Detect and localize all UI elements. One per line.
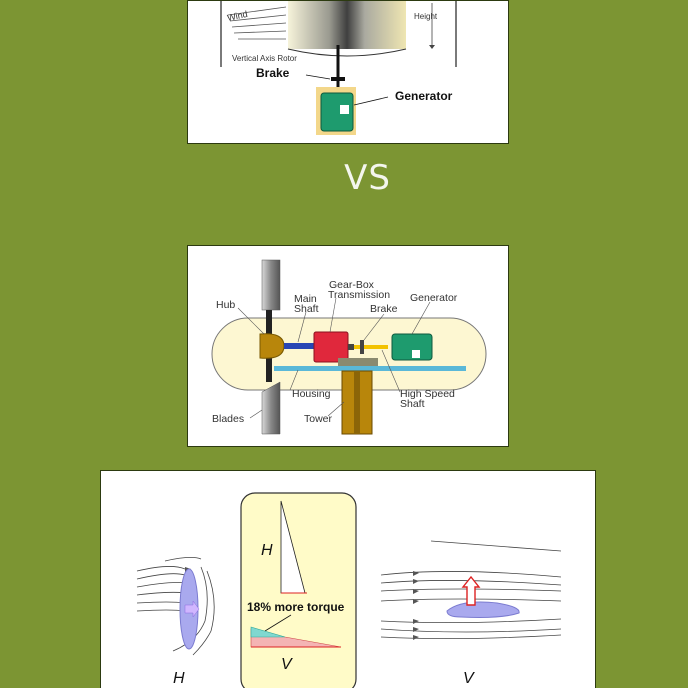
left-h-label: H: [173, 670, 185, 687]
brake-disc: [331, 77, 345, 81]
gearbox: [314, 332, 348, 362]
left-streamlines: [137, 557, 214, 655]
generator-label: Generator: [395, 89, 453, 103]
high-speed-shaft-label-2: Shaft: [400, 398, 425, 410]
generator-window: [340, 105, 349, 114]
right-arrowheads: [413, 571, 419, 640]
middle-v-label: V: [281, 656, 293, 673]
wind-label: Wind: [226, 9, 248, 23]
right-airfoil: [447, 602, 519, 618]
gearbox-label-2: Transmission: [328, 289, 390, 301]
main-shaft-label-2: Shaft: [294, 303, 319, 315]
height-arrow-head: [429, 45, 435, 49]
yaw-mount: [338, 358, 378, 366]
right-v-label: V: [463, 670, 475, 687]
main-shaft: [284, 343, 314, 349]
housing-label: Housing: [292, 388, 331, 400]
generator-leader: [354, 97, 388, 105]
brake-leader: [306, 75, 330, 79]
middle-h-label: H: [261, 542, 273, 559]
horizontal-axis-turbine-svg: Hub Main Shaft Gear-Box Transmission Bra…: [188, 246, 509, 447]
tower-label: Tower: [304, 413, 333, 425]
vertical-axis-turbine-svg: Wind Height Vertical Axis Rotor Brake Ge…: [188, 1, 509, 144]
rotor-base-curve: [288, 49, 406, 56]
brake-label: Brake: [370, 303, 398, 315]
brake-disc: [360, 340, 364, 354]
brake-label: Brake: [256, 66, 290, 80]
generator-window: [412, 350, 420, 358]
torque-text: 18% more torque: [247, 600, 345, 614]
hub-label: Hub: [216, 299, 235, 311]
blades-label: Blades: [212, 413, 244, 425]
height-label: Height: [414, 12, 438, 21]
upper-blade: [262, 260, 280, 310]
bedplate: [274, 366, 466, 371]
high-speed-shaft: [354, 345, 388, 349]
lift-arrow: [463, 577, 479, 605]
rotor-drum: [288, 1, 406, 49]
generator-label: Generator: [410, 292, 458, 304]
tower-inner: [354, 371, 360, 434]
gearbox-coupling: [348, 344, 354, 350]
vertical-axis-turbine-diagram: Wind Height Vertical Axis Rotor Brake Ge…: [187, 0, 509, 144]
rotor-label: Vertical Axis Rotor: [232, 54, 297, 63]
versus-label: VS: [0, 158, 688, 198]
torque-comparison-svg: H H 18% more torque V: [101, 471, 596, 688]
horizontal-axis-turbine-diagram: Hub Main Shaft Gear-Box Transmission Bra…: [187, 245, 509, 447]
torque-comparison-diagram: H H 18% more torque V: [100, 470, 596, 688]
hub: [260, 334, 284, 359]
